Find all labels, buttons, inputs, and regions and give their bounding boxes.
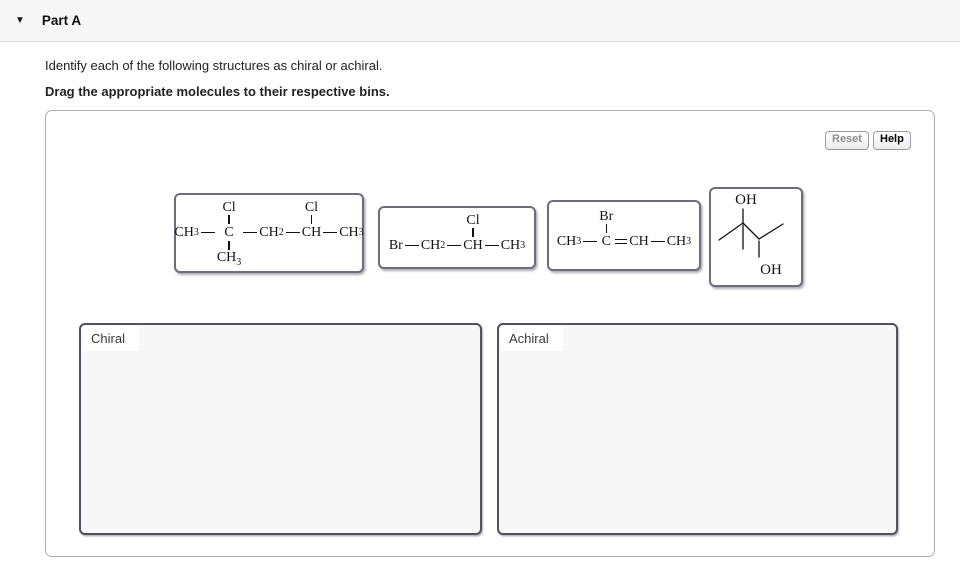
single-bond (404, 244, 419, 247)
atom-subscript: 3 (520, 239, 526, 251)
achiral-bin[interactable]: Achiral (497, 323, 898, 535)
single-bond (447, 244, 462, 247)
atom-label: C (601, 234, 611, 249)
single-bond (285, 231, 300, 234)
atom-subscript: 2 (440, 239, 446, 251)
chiral-bin-label: Chiral (83, 326, 139, 351)
hydroxyl-label-top: OH (735, 192, 757, 208)
atom-column: Br C (599, 208, 613, 263)
vertical-bond (228, 215, 230, 224)
bond-c2-c3 (742, 222, 760, 240)
vertical-bond (605, 224, 607, 233)
single-bond (323, 231, 338, 234)
atom-label: Br (388, 238, 403, 253)
part-header[interactable]: ▼ Part A (0, 0, 960, 42)
atom-subscript: 3 (193, 226, 199, 238)
double-bond (615, 238, 628, 245)
substituent-label: Cl (466, 213, 480, 228)
bond-column (613, 208, 629, 263)
double-bond-line (615, 238, 628, 241)
atom-column: Br (389, 213, 403, 262)
atom-label: CH (259, 225, 279, 240)
bond-column (649, 208, 667, 263)
bond-column (403, 213, 421, 262)
hydroxyl-label-bottom: OH (760, 262, 782, 278)
atom-label: CH (556, 234, 577, 249)
single-bond (200, 231, 215, 234)
reset-button[interactable]: Reset (825, 131, 869, 150)
substituent-label: Br (599, 209, 614, 224)
chiral-bin[interactable]: Chiral (79, 323, 482, 535)
atom-column: CH (629, 208, 648, 263)
bond-methyl-left (718, 222, 744, 241)
bond-column (199, 198, 217, 268)
atom-label: CH (420, 238, 441, 253)
single-bond (243, 231, 258, 234)
atom-label: CH (500, 238, 521, 253)
bond-column (284, 198, 302, 268)
atom-label: CH (174, 225, 194, 240)
instruction-text: Identify each of the following structure… (45, 58, 383, 73)
single-bond (650, 240, 665, 243)
skeletal-structure: OH OH (718, 192, 784, 278)
molecule-card-skeletal-diol[interactable]: OH OH (709, 187, 803, 287)
atom-subscript: 3 (576, 235, 582, 247)
atom-subscript: 3 (686, 235, 692, 247)
atom-subscript: 3 (358, 226, 364, 238)
substituent-label: CH3 (216, 250, 242, 268)
substituent-label: Cl (222, 200, 236, 215)
atom-column: Cl CH (302, 198, 321, 268)
vertical-bond (472, 228, 474, 237)
collapse-arrow-icon[interactable]: ▼ (15, 14, 25, 26)
atom-column: Cl CH (463, 213, 482, 262)
bond-column (483, 213, 501, 262)
part-title: Part A (41, 13, 82, 28)
atom-label: CH (301, 225, 322, 240)
atom-label: CH (629, 234, 649, 249)
instruction-drag-text: Drag the appropriate molecules to their … (45, 84, 390, 99)
double-bond-line (615, 242, 628, 245)
achiral-bin-label: Achiral (501, 326, 563, 351)
single-bond (484, 244, 499, 247)
bond-methyl-right (758, 223, 784, 240)
single-bond (583, 240, 598, 243)
bond-column (581, 208, 599, 263)
atom-subscript: 3 (236, 256, 242, 268)
atom-label: CH (666, 234, 687, 249)
atom-label: CH (463, 238, 483, 253)
atom-label: CH (339, 225, 359, 240)
bond-column (445, 213, 463, 262)
vertical-bond (310, 215, 313, 224)
atom-subscript: 2 (278, 226, 284, 238)
help-button[interactable]: Help (873, 131, 911, 150)
atom-label: C (224, 225, 234, 240)
vertical-bond (228, 241, 230, 250)
atom-column: Cl C CH3 (217, 198, 241, 268)
substituent-label: Cl (304, 200, 319, 215)
bond-column (241, 198, 259, 268)
bond-column (321, 198, 339, 268)
